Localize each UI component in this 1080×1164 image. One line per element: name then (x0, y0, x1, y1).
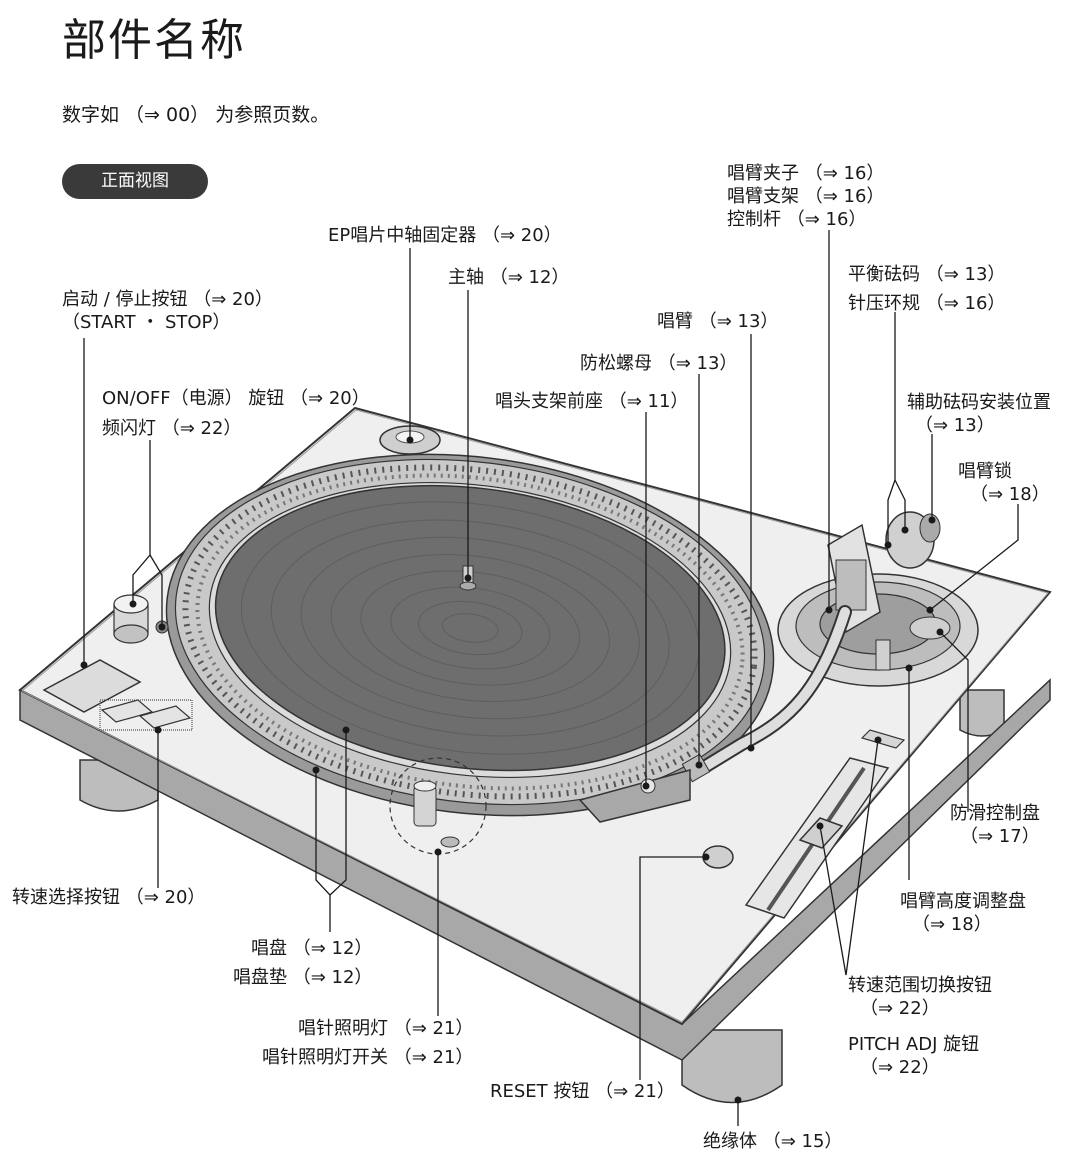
platter-mat (214, 484, 726, 772)
label-arm-lock: 唱臂锁 （⇒ 18） (958, 461, 1050, 505)
leader-lines (83, 230, 1019, 1126)
label-pitch-adj: PITCH ADJ 旋钮 （⇒ 22） (848, 1034, 980, 1078)
label-pitch-range: 转速范围切换按钮 （⇒ 22） (848, 975, 992, 1019)
label-start-stop-button: 启动 / 停止按钮 （⇒ 20） （START ・ STOP） (62, 289, 273, 333)
label-balance-weight: 平衡砝码 （⇒ 13） 针压环规 （⇒ 16） (848, 264, 1006, 314)
label-tonearm: 唱臂 （⇒ 13） (657, 311, 779, 332)
page-title: 部件名称 (62, 15, 246, 66)
label-spindle: 主轴 （⇒ 12） (448, 267, 570, 288)
label-platter: 唱盘 （⇒ 12） 唱盘垫 （⇒ 12） (233, 938, 373, 988)
start-stop-button[interactable] (42, 659, 142, 713)
label-power-knob-strobe: ON/OFF（电源） 旋钮 （⇒ 20） 频闪灯 （⇒ 22） (102, 388, 370, 439)
front-view-tab[interactable]: 正面视图 (62, 164, 208, 199)
headshell (578, 753, 711, 823)
label-stylus-light: 唱针照明灯 （⇒ 21） 唱针照明灯开关 （⇒ 21） (262, 1018, 474, 1068)
tonearm-gimbal (827, 523, 881, 634)
arm-rest[interactable] (875, 639, 891, 671)
label-reset: RESET 按钮 （⇒ 21） (490, 1081, 675, 1102)
label-ep-adapter: EP唱片中轴固定器 （⇒ 20） (328, 225, 562, 246)
page-reference-note: 数字如 （⇒ 00） 为参照页数。 (62, 104, 330, 126)
leader-dots (80, 436, 944, 1104)
stylus-illuminator[interactable] (389, 757, 487, 855)
label-arm-height: 唱臂高度调整盘 （⇒ 18） (900, 891, 1026, 935)
label-speed-select: 转速选择按钮 （⇒ 20） (12, 887, 206, 908)
pitch-range-switch[interactable] (860, 729, 906, 749)
label-arm-clamp-rest-lever: 唱臂夹子 （⇒ 16） 唱臂支架 （⇒ 16） 控制杆 （⇒ 16） (727, 163, 885, 230)
label-insulator: 绝缘体 （⇒ 15） (703, 1131, 843, 1152)
speed-select-buttons[interactable] (99, 699, 193, 731)
label-anti-skate: 防滑控制盘 （⇒ 17） (950, 803, 1040, 847)
label-headshell-socket: 唱头支架前座 （⇒ 11） (495, 391, 689, 412)
label-aux-weight: 辅助砝码安装位置 （⇒ 13） (907, 392, 1051, 436)
label-lock-nut: 防松螺母 （⇒ 13） (580, 353, 738, 374)
